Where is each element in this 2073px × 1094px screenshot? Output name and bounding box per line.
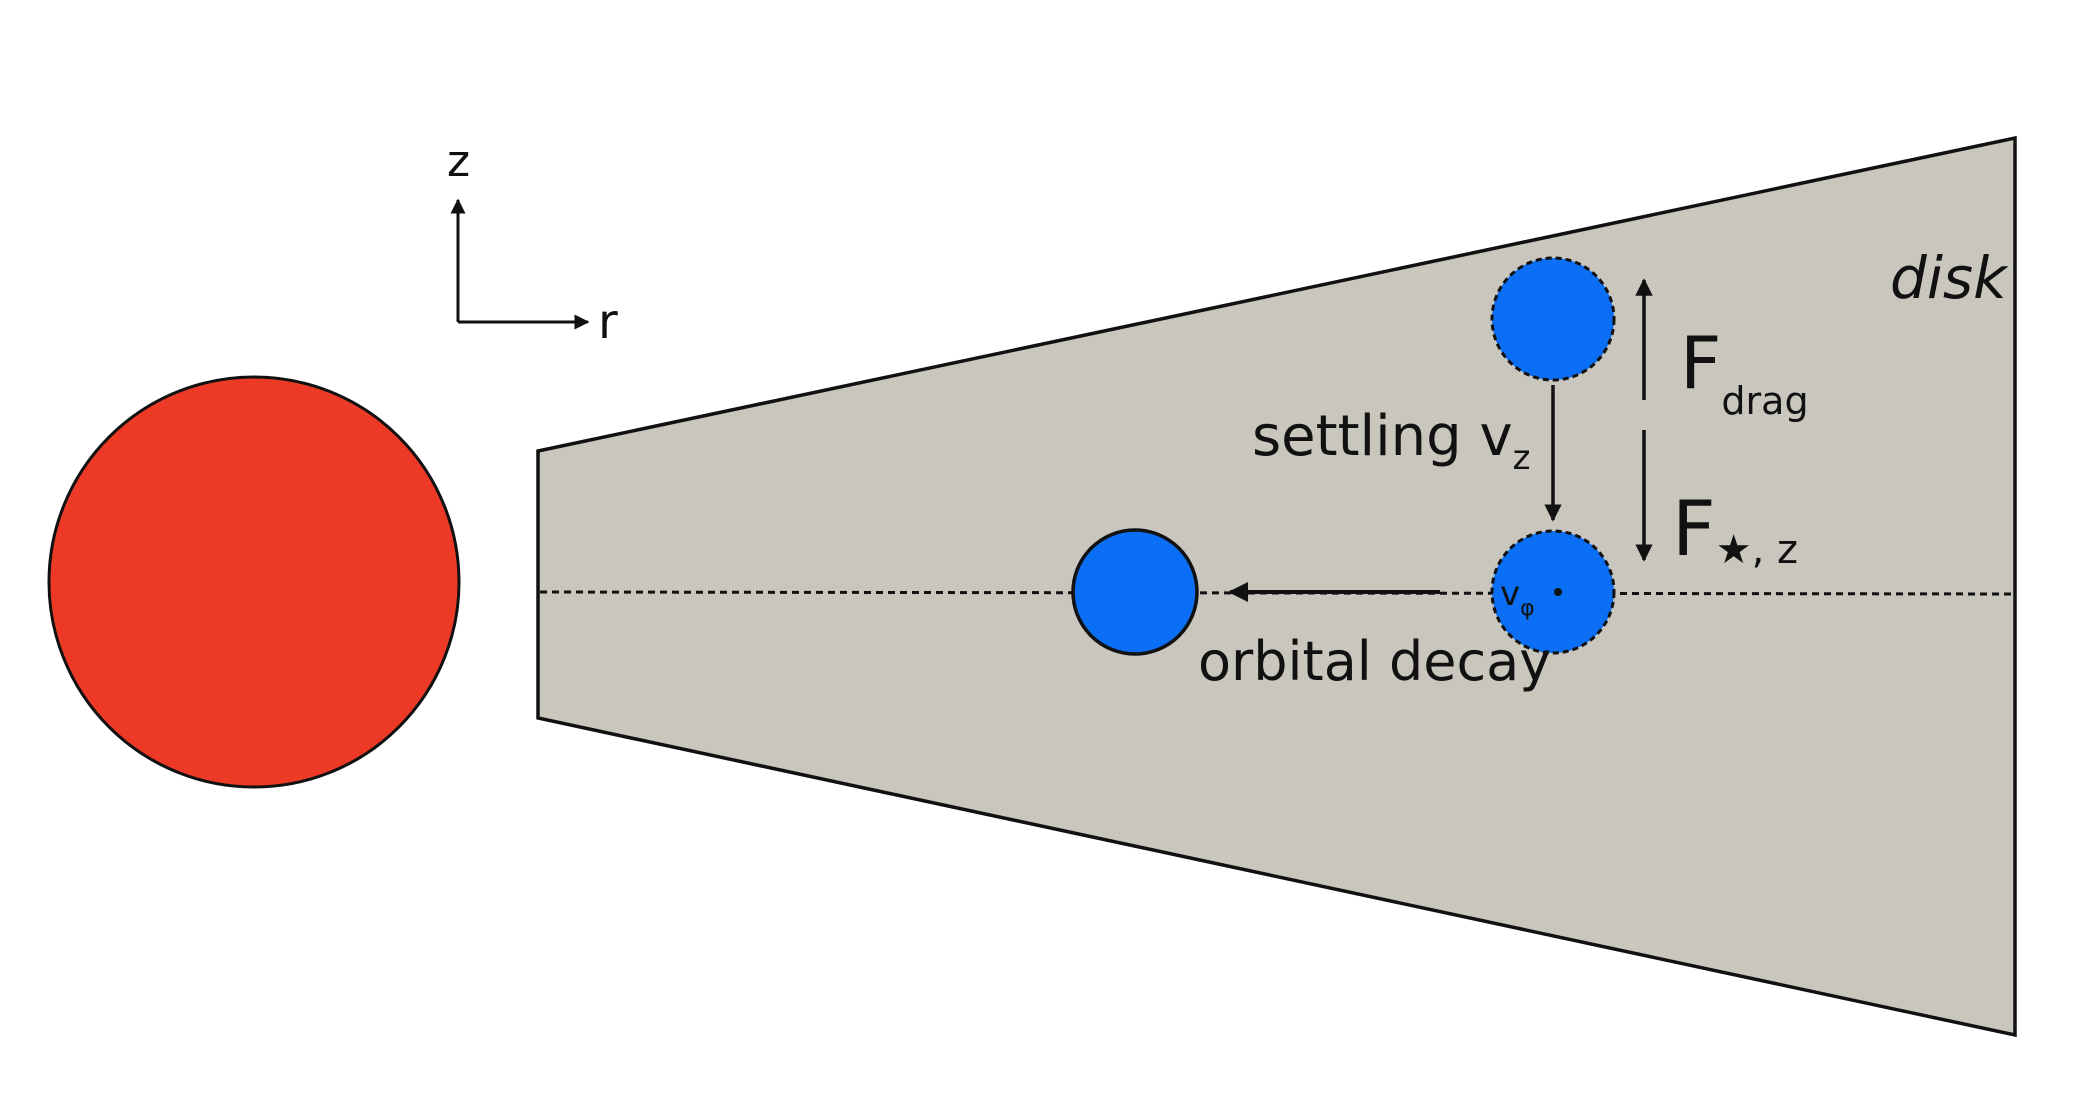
axis-z-label: z [447, 136, 470, 187]
particle-upper [1490, 256, 1616, 382]
axes-indicator: z r [447, 136, 618, 350]
particle-decayed [1071, 528, 1199, 656]
settling-label: settling vz [1252, 404, 1531, 478]
axis-r-label: r [598, 294, 618, 350]
v-phi-label: vφ [1500, 574, 1535, 621]
drag-force-label: Fdrag [1680, 321, 1809, 423]
disk [536, 135, 2017, 1038]
v-phi-out-of-page-dot [1554, 588, 1562, 596]
disk-label: disk [1890, 244, 2009, 312]
orbital-decay-label: orbital decay [1198, 630, 1551, 693]
central-star [47, 375, 461, 789]
gravity-force-label: F★, z [1672, 484, 1798, 573]
particle-midplane [1490, 529, 1616, 655]
